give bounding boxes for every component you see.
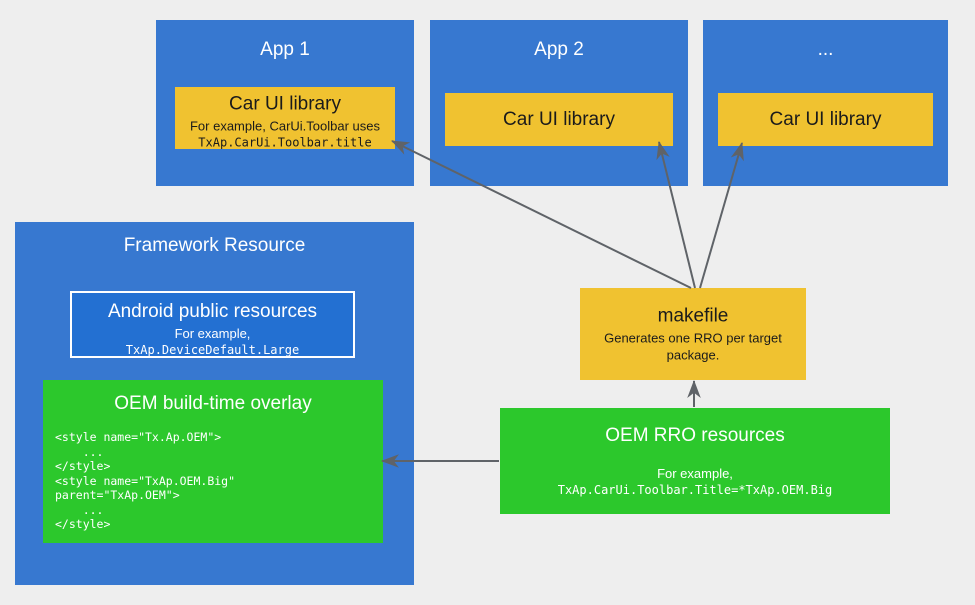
makefile-subtitle: Generates one RRO per target package.: [604, 330, 782, 363]
oem-build-time-overlay-code: <style name="Tx.Ap.OEM"> ... </style> <s…: [55, 430, 236, 531]
car-ui-library-box-ellipsis: Car UI library: [718, 93, 933, 146]
car-ui-library-box-app-2: Car UI library: [445, 93, 673, 146]
oem-rro-resources-subtitle: For example,: [657, 466, 733, 481]
car-ui-library-title: Car UI library: [769, 108, 882, 130]
car-ui-library-code: TxAp.CarUi.Toolbar.title: [198, 135, 372, 150]
app-title: App 2: [534, 39, 584, 60]
car-ui-library-content: Car UI library: [445, 108, 673, 132]
makefile-title: makefile: [657, 305, 729, 327]
oem-rro-resources-box: OEM RRO resources For example, TxAp.CarU…: [500, 408, 890, 514]
android-public-resources-box: Android public resources For example, Tx…: [70, 291, 355, 358]
oem-build-time-overlay-box: OEM build-time overlay <style name="Tx.A…: [43, 380, 383, 543]
car-ui-library-title: Car UI library: [229, 93, 341, 115]
oem-rro-resources-code: TxAp.CarUi.Toolbar.Title=*TxAp.OEM.Big: [557, 483, 833, 497]
oem-rro-resources-title: OEM RRO resources: [605, 425, 785, 446]
android-public-resources-code: TxAp.DeviceDefault.Large: [125, 343, 300, 357]
android-public-resources-subtitle: For example,: [174, 326, 251, 341]
makefile-box: makefile Generates one RRO per target pa…: [580, 288, 806, 380]
app-group-app-2: App 2 Car UI library: [430, 20, 688, 186]
android-public-resources-title: Android public resources: [107, 301, 318, 322]
app-title: App 1: [260, 39, 310, 60]
car-ui-library-content: Car UI library For example, CarUi.Toolba…: [175, 86, 395, 151]
oem-build-time-overlay-title: OEM build-time overlay: [114, 393, 312, 414]
app-group-app-1: App 1 Car UI library For example, CarUi.…: [156, 20, 414, 186]
car-ui-library-subtitle: For example, CarUi.Toolbar uses: [189, 118, 381, 134]
car-ui-library-title: Car UI library: [503, 108, 615, 130]
car-ui-library-content: Car UI library: [718, 108, 933, 132]
app-title: ...: [817, 39, 834, 60]
framework-resource-title: Framework Resource: [123, 235, 306, 256]
makefile-content: makefile Generates one RRO per target pa…: [580, 305, 806, 364]
app-group-ellipsis: ... Car UI library: [703, 20, 948, 186]
framework-resource-box: Framework Resource Android public resour…: [15, 222, 414, 585]
car-ui-library-box-app-1: Car UI library For example, CarUi.Toolba…: [175, 86, 395, 151]
